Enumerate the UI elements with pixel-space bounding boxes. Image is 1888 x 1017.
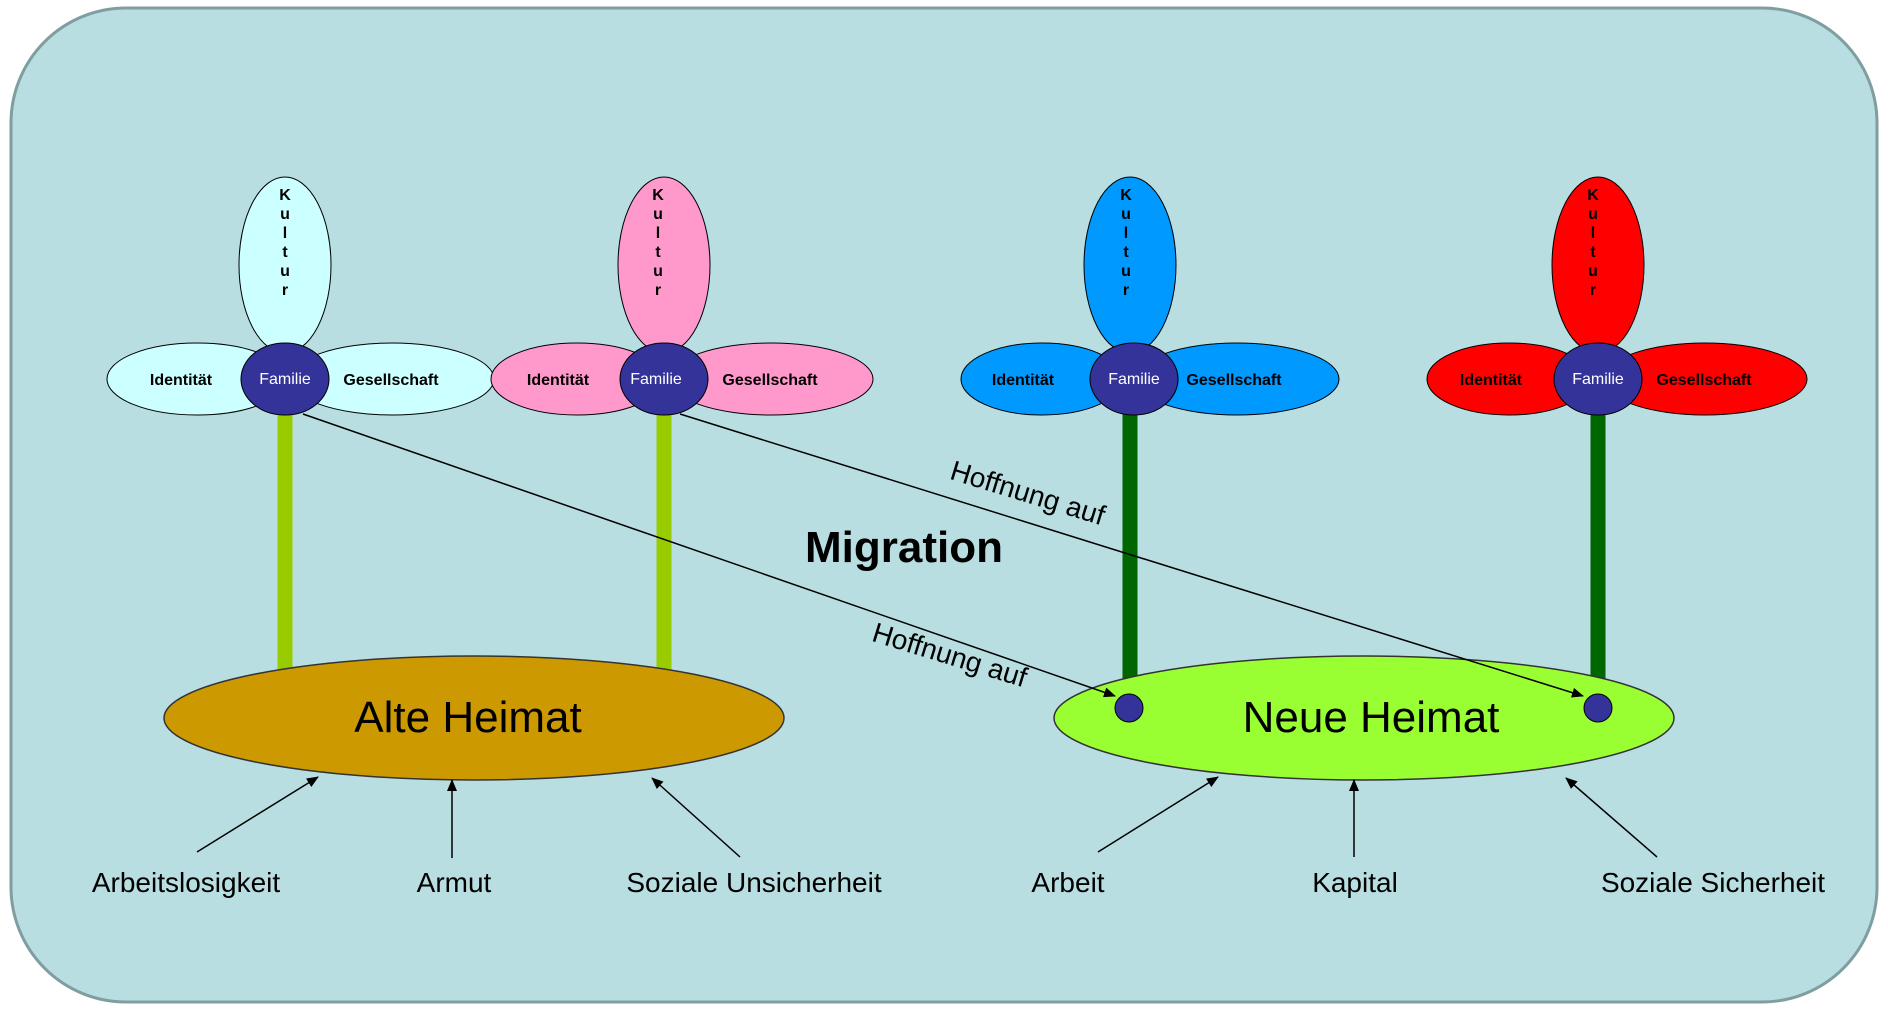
family-center (619, 342, 709, 416)
old-home-label: Alte Heimat (354, 693, 581, 742)
root-dot-1 (1114, 693, 1144, 723)
factor-soziale-sicherheit: Soziale Sicherheit (1601, 867, 1825, 898)
factor-arrows (196, 776, 1658, 858)
petal-culture (617, 176, 711, 354)
family-center (1553, 342, 1643, 416)
petal-society-label: Gesellschaft (343, 372, 439, 389)
factor-arrow-soziale-unsicherheit (651, 777, 741, 858)
stems (277, 414, 1606, 703)
factor-arbeitslosigkeit: Arbeitslosigkeit (92, 867, 281, 898)
migration-arrow-1 (302, 413, 1116, 698)
migration-title: Migration (805, 523, 1003, 572)
migration-arrows (302, 413, 1584, 698)
factor-labels: Arbeitslosigkeit Armut Soziale Unsicherh… (92, 867, 1825, 898)
petal-society-label: Gesellschaft (1186, 372, 1282, 389)
root-dot-2 (1583, 693, 1613, 723)
old-home-ellipse (163, 655, 785, 781)
petal-identity-label: Identität (1460, 372, 1523, 389)
factor-arrow-arbeitslosigkeit (196, 776, 319, 853)
family-label: Familie (630, 371, 682, 388)
factor-soziale-unsicherheit: Soziale Unsicherheit (626, 867, 881, 898)
petal-society-label: Gesellschaft (722, 372, 818, 389)
petal-society-label: Gesellschaft (1656, 372, 1752, 389)
new-home: Neue Heimat (1053, 655, 1675, 781)
old-home: Alte Heimat (163, 655, 785, 781)
family-label: Familie (1108, 371, 1160, 388)
family-center (240, 342, 330, 416)
petal-identity-label: Identität (150, 372, 213, 389)
factor-armut: Armut (417, 867, 492, 898)
factor-arrow-soziale-sicherheit (1565, 777, 1658, 858)
family-label: Familie (259, 371, 311, 388)
migration-arrow-2 (679, 413, 1584, 698)
family-center (1089, 342, 1179, 416)
new-home-label: Neue Heimat (1243, 693, 1500, 742)
factor-arbeit: Arbeit (1031, 867, 1104, 898)
factor-kapital: Kapital (1312, 867, 1398, 898)
petal-identity-label: Identität (527, 372, 590, 389)
new-home-ellipse (1053, 655, 1675, 781)
factor-arrow-arbeit (1097, 776, 1219, 853)
family-label: Familie (1572, 371, 1624, 388)
petal-identity-label: Identität (992, 372, 1055, 389)
